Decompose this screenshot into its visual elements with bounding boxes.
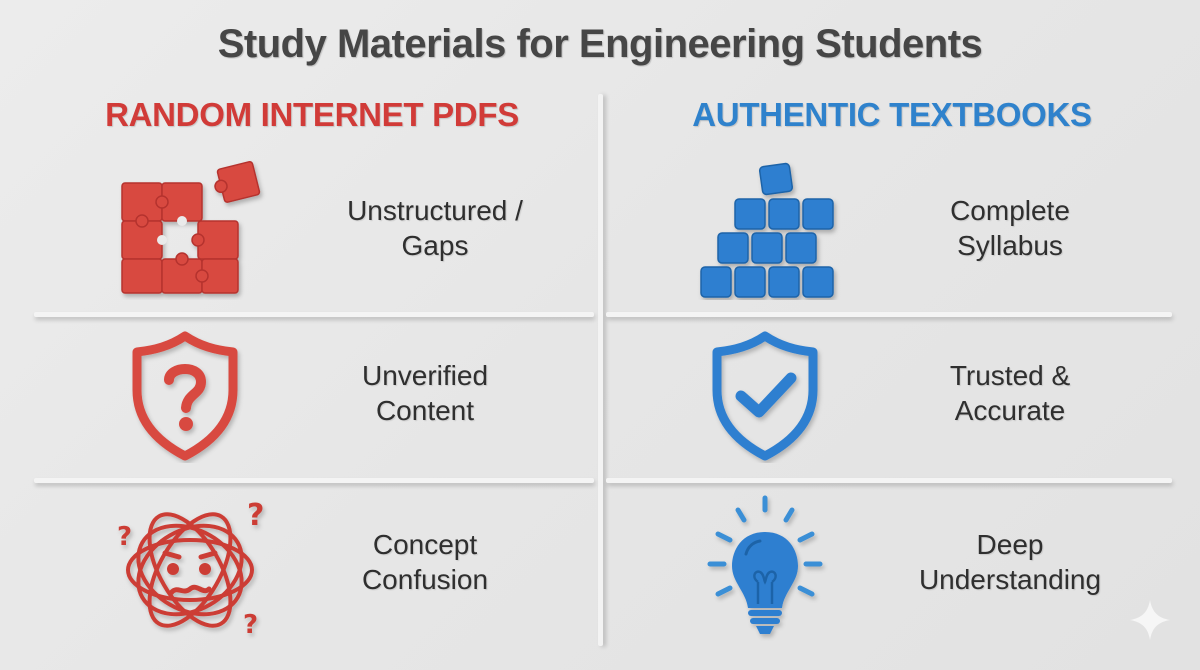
label-line: Concept [372,529,478,560]
comparison-cell-confusion: ? ? ? Concept Confusion [105,495,665,645]
feature-label: Trusted & Accurate [880,358,1140,428]
horizontal-divider [606,478,1172,483]
label-line: Content [375,395,475,426]
label-line: Gaps [401,230,469,261]
feature-label: Complete Syllabus [880,193,1140,263]
svg-text:?: ? [243,610,258,640]
sparkle-icon [1130,600,1170,640]
shield-check-icon [712,331,818,461]
label-line: Syllabus [957,230,1063,261]
feature-label: Concept Confusion [295,527,555,597]
feature-label: Unstructured / Gaps [305,193,565,263]
comparison-cell-understanding: Deep Understanding [700,492,1200,642]
feature-label: Deep Understanding [880,527,1140,597]
stacked-blocks-icon [700,162,834,298]
label-line: Complete [950,195,1070,226]
svg-text:?: ? [117,522,132,552]
comparison-cell-unverified: Unverified Content [125,328,685,478]
page-title: Study Materials for Engineering Students [217,22,983,66]
label-line: Unverified [361,360,489,391]
tangled-confused-face-icon: ? ? ? [117,498,264,640]
feature-label: Unverified Content [295,358,555,428]
comparison-cell-complete-syllabus: Complete Syllabus [690,155,1200,305]
comparison-cell-trusted: Trusted & Accurate [705,328,1200,478]
label-line: Trusted & [949,360,1071,391]
shield-question-icon [132,331,238,461]
label-line: Confusion [361,564,489,595]
column-heading-authentic-textbooks: AUTHENTIC TEXTBOOKS [692,96,1092,133]
label-line: Unstructured / [347,195,523,226]
horizontal-divider [34,478,594,483]
vertical-divider [598,94,603,646]
svg-text:?: ? [247,498,264,533]
lightbulb-icon [707,495,823,634]
comparison-cell-unstructured: Unstructured / Gaps [110,155,670,305]
horizontal-divider [606,312,1172,317]
broken-puzzle-icon [121,160,261,294]
column-heading-internet-pdfs: RANDOM INTERNET PDFS [105,96,519,133]
label-line: Understanding [918,564,1102,595]
label-line: Accurate [954,395,1066,426]
label-line: Deep [976,529,1044,560]
horizontal-divider [34,312,594,317]
